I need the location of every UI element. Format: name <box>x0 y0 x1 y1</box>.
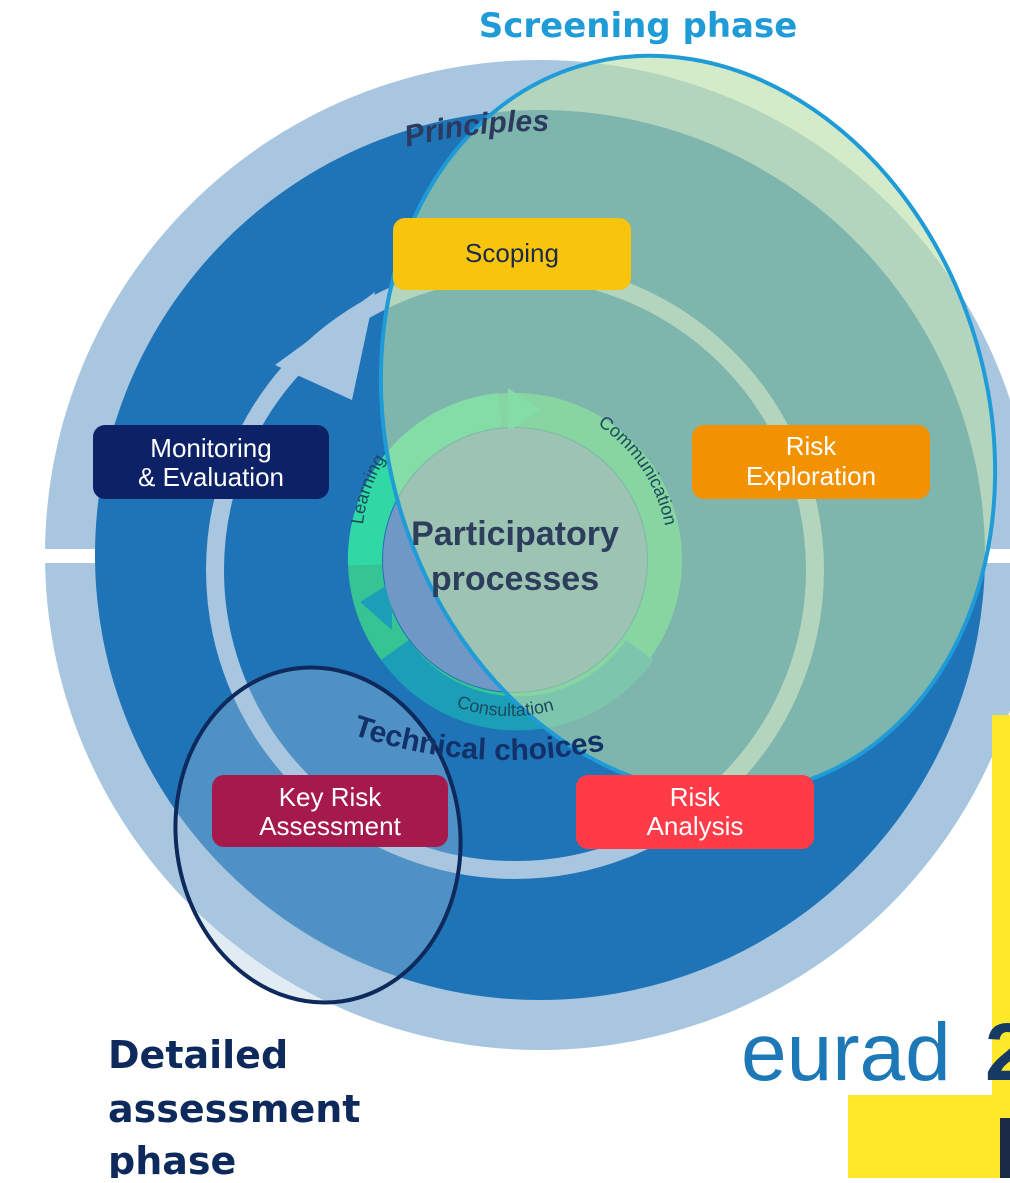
risk-exploration-label-line2: Exploration <box>746 461 876 491</box>
screening-phase-title: Screening phase <box>479 6 798 46</box>
logo-wordmark: eurad <box>741 1007 951 1098</box>
key-risk-label-line2: Assessment <box>259 811 401 841</box>
ring-divider-left-stub <box>26 549 48 563</box>
key-risk-label-line1: Key Risk <box>279 782 383 812</box>
risk-analysis-label-line2: Analysis <box>647 811 744 841</box>
logo-yellow-bar-horizontal <box>848 1095 1010 1178</box>
inner-cycle-arrowhead-left <box>360 582 392 630</box>
eurad-logo: eurad 2 <box>741 715 1010 1178</box>
step-scoping: Scoping <box>393 218 631 290</box>
cycle-arrowhead <box>275 292 375 400</box>
detailed-phase-title-line2: assessment <box>108 1087 360 1131</box>
logo-digit: 2 <box>985 1007 1010 1098</box>
monitoring-label-line2: & Evaluation <box>138 462 284 492</box>
scoping-label: Scoping <box>465 238 559 268</box>
monitoring-label-line1: Monitoring <box>150 433 271 463</box>
risk-analysis-label-line1: Risk <box>670 782 722 812</box>
step-risk-analysis: Risk Analysis <box>576 775 814 849</box>
risk-exploration-label-line1: Risk <box>786 431 838 461</box>
step-key-risk-assessment: Key Risk Assessment <box>212 775 448 847</box>
logo-yellow-bar-vertical <box>992 715 1010 1105</box>
center-label-line2: processes <box>431 560 599 598</box>
detailed-phase-title-line3: phase <box>108 1139 236 1178</box>
detailed-phase-title-line1: Detailed <box>108 1033 288 1077</box>
center-label-line1: Participatory <box>411 515 619 553</box>
step-monitoring-evaluation: Monitoring & Evaluation <box>93 425 329 499</box>
step-risk-exploration: Risk Exploration <box>692 425 930 499</box>
logo-dark-block <box>1000 1118 1010 1178</box>
